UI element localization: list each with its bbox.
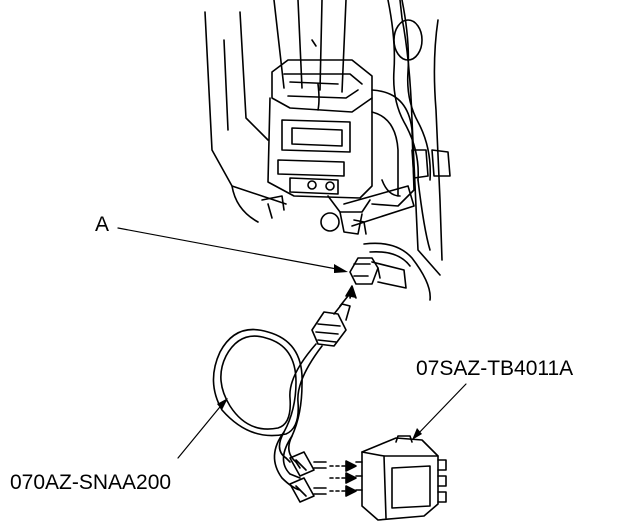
seat-pillar: [204, 0, 443, 276]
connector-a: [349, 242, 431, 301]
label-harness-part-number: 070AZ-SNAA200: [10, 471, 172, 494]
lead-plug-lower: [289, 477, 327, 503]
coiled-harness: [212, 328, 323, 491]
belt-webbing: [273, 0, 347, 93]
leader-arrowheads: [217, 264, 422, 440]
engagement-arrows-tester: [329, 460, 357, 497]
label-tester-part-number: 07SAZ-TB4011A: [416, 357, 574, 380]
retractor-assembly: [261, 59, 415, 235]
leader-lines: [117, 227, 467, 459]
arrow-to-connector-a: [345, 285, 357, 299]
harness-plug: [311, 295, 351, 347]
tester-box: [355, 435, 447, 521]
label-part-a: A: [95, 213, 110, 236]
right-harness: [387, 0, 451, 251]
lead-plug-upper: [289, 451, 327, 477]
